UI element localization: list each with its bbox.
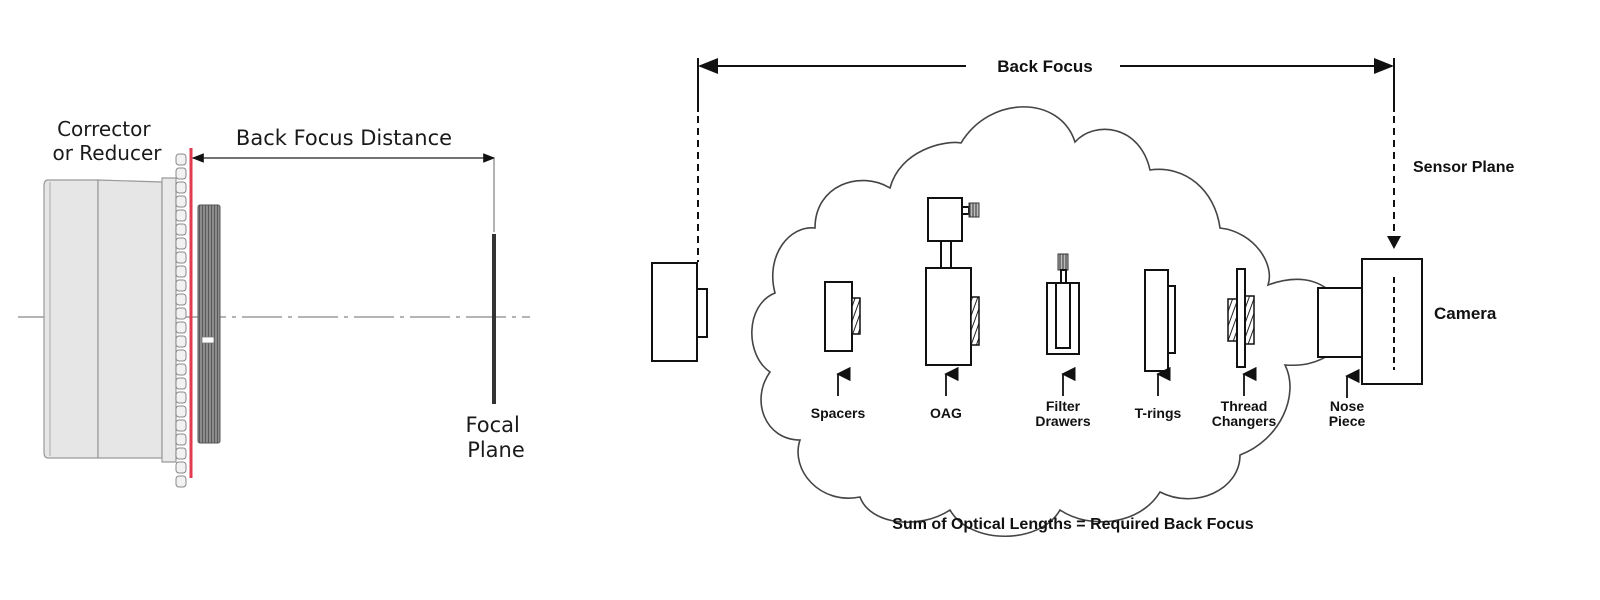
nose-piece-box	[1317, 287, 1363, 358]
camera-label: Camera	[1434, 304, 1497, 323]
cloud-outline	[751, 106, 1336, 537]
spacers-component	[824, 281, 861, 352]
threaded-adapter	[197, 204, 221, 444]
filter-drawers-component	[1046, 253, 1080, 355]
back-focus-distance-label: Back Focus Distance	[236, 126, 452, 150]
camera-body	[1361, 258, 1423, 385]
sensor-plane-label: Sensor Plane	[1413, 159, 1514, 176]
t-rings-component	[1144, 269, 1176, 372]
spacers-label: Spacers	[811, 405, 866, 421]
left-diagram: Corrector or Reducer Back Focus Distance…	[18, 117, 530, 488]
oag-component	[925, 197, 980, 366]
thread-changers-component	[1227, 268, 1255, 368]
corrector-label: Corrector or Reducer	[52, 117, 162, 165]
right-diagram: Back Focus	[651, 57, 1514, 537]
caption: Sum of Optical Lengths = Required Back F…	[892, 516, 1254, 533]
telescope-focuser	[651, 262, 698, 362]
sensor-plane-arrowhead	[1387, 236, 1401, 249]
corrector-reducer-body	[43, 177, 177, 463]
t-rings-label: T-rings	[1135, 405, 1182, 421]
oag-label: OAG	[930, 405, 962, 421]
camera-component	[1317, 258, 1423, 385]
knurled-ring	[175, 153, 187, 488]
back-focus-label: Back Focus	[997, 57, 1092, 76]
focal-plane-label: Focal Plane	[465, 413, 526, 462]
